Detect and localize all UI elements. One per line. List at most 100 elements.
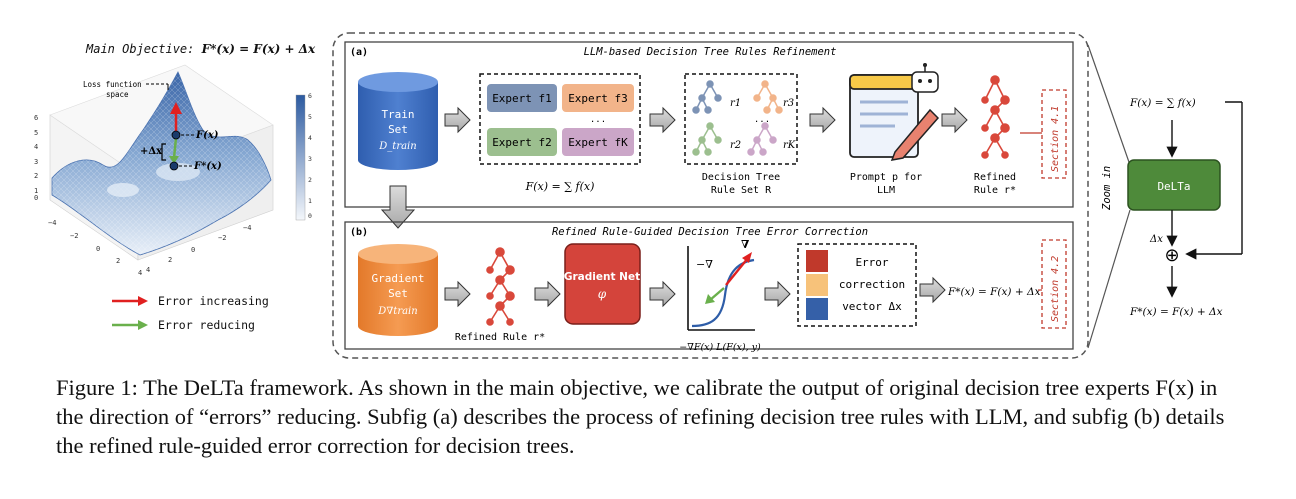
colorbar-tick: 0 <box>308 212 312 220</box>
x-tick: 4 <box>138 269 142 277</box>
rule-rk: rK <box>783 140 796 151</box>
loss-space-label: space <box>106 90 129 99</box>
robot-icon <box>911 63 939 93</box>
x-tick: 0 <box>191 246 195 254</box>
gradient-net-label: Gradient Net <box>564 271 640 283</box>
z-tick: 1 <box>34 187 38 195</box>
zoom-label: Zoom in <box>1101 166 1113 211</box>
gradient-curve-plot: −∇ ∇ −∇F(x) L(F(x), y) <box>679 238 761 353</box>
expert-f2: Expert f2 <box>492 136 552 149</box>
error-vec-label: Error <box>855 256 888 269</box>
expert-ellipsis: ... <box>590 115 606 125</box>
legend-label: Error reducing <box>158 318 255 332</box>
panel-b-title: Refined Rule-Guided Decision Tree Error … <box>552 226 868 238</box>
gradient-set-subscript: D∇train <box>377 306 417 317</box>
panel-b-tag: (b) <box>350 227 368 238</box>
refined-rule-tree-b <box>486 247 515 326</box>
x-tick: −2 <box>70 232 78 240</box>
fstar-point <box>169 161 179 171</box>
grad-caption: −∇F(x) L(F(x), y) <box>679 342 761 353</box>
x-tick: −4 <box>48 219 56 227</box>
error-vec-label: correction <box>839 278 905 291</box>
gradient-set-label: Gradient <box>372 272 425 285</box>
refined-rule-tree-a <box>981 75 1010 159</box>
z-axis-ticks: 6 5 4 3 2 1 0 <box>34 114 38 202</box>
colorbar-tick: 6 <box>308 92 312 100</box>
delta-out-label: Δx <box>1149 234 1163 245</box>
delta-label: +Δx <box>140 146 163 157</box>
expert-f1: Expert f1 <box>492 92 552 105</box>
z-tick: 0 <box>34 194 38 202</box>
framework-outer-box <box>332 32 1089 359</box>
panel-a-tag: (a) <box>350 47 368 58</box>
output-formula-b: F*(x) = F(x) + Δx <box>947 286 1041 298</box>
x-tick: −2 <box>218 234 226 242</box>
gradient-set-label: Set <box>388 287 408 300</box>
rule-set-box <box>684 73 798 165</box>
experts-box <box>479 73 641 165</box>
x-axis-ticks-right: −4 −2 0 2 4 <box>146 224 251 274</box>
neg-grad-label: −∇ <box>696 258 713 271</box>
train-set-label: Set <box>388 123 408 136</box>
colorbar-tick: 5 <box>308 113 312 121</box>
colorbar-tick: 1 <box>308 197 312 205</box>
panel-a-box <box>344 41 1074 208</box>
error-reducing-arrow <box>172 137 178 159</box>
fx-sum-formula: F(x) = ∑ f(x) <box>525 180 595 193</box>
expert-fk: Expert fK <box>568 136 628 149</box>
delta-box <box>1127 159 1221 211</box>
x-tick: 4 <box>146 266 150 274</box>
fx-label: F(x) <box>195 130 219 141</box>
delta-box-label: DeLTa <box>1157 180 1190 193</box>
legend-item-reducing: Error reducing <box>110 314 269 336</box>
rule-r3: r3 <box>783 98 794 109</box>
zoom-line <box>1087 44 1131 166</box>
z-tick: 6 <box>34 114 38 122</box>
rule-set-caption: Rule Set R <box>711 185 772 196</box>
loss-space-label: Loss function <box>83 80 142 89</box>
z-tick: 2 <box>34 172 38 180</box>
prompt-caption: Prompt p for <box>850 172 922 183</box>
right-input-formula: F(x) = ∑ f(x) <box>1129 97 1196 109</box>
legend-item-increasing: Error increasing <box>110 290 269 312</box>
red-arrow-icon <box>112 296 148 306</box>
legend: Error increasing Error reducing <box>110 290 269 336</box>
fstar-label: F*(x) <box>193 161 222 172</box>
colorbar-tick: 4 <box>308 134 312 142</box>
x-tick: 2 <box>168 256 172 264</box>
error-vec-label: vector Δx <box>842 300 902 313</box>
colorbar-tick: 2 <box>308 176 312 184</box>
z-tick: 3 <box>34 158 38 166</box>
prompt-caption: LLM <box>877 185 895 196</box>
panel-a-title: LLM-based Decision Tree Rules Refinement <box>584 46 837 58</box>
main-objective-prefix: Main Objective: <box>86 42 202 56</box>
green-arrow-icon <box>112 320 148 330</box>
main-objective-title: Main Objective: F*(x) = F(x) + Δx <box>86 42 315 56</box>
rule-ellipsis: ... <box>754 115 770 125</box>
x-tick: 0 <box>96 245 100 253</box>
loss-surface-plot: 6 5 4 3 2 1 0 −4 −2 0 2 4 −4 −2 0 2 4 6 … <box>34 64 312 277</box>
legend-label: Error increasing <box>158 294 269 308</box>
expert-f3: Expert f3 <box>568 92 628 105</box>
x-axis-ticks-left: −4 −2 0 2 4 <box>48 219 142 277</box>
section-4-1-label: Section 4.1 <box>1050 106 1061 172</box>
colorbar-ticks: 6 5 4 3 2 1 0 <box>308 92 312 220</box>
train-set-subscript: D_train <box>378 141 416 152</box>
main-objective-formula: F*(x) = F(x) + Δx <box>201 42 316 56</box>
refined-caption: Refined <box>974 172 1016 183</box>
z-tick: 5 <box>34 129 38 137</box>
x-tick: 2 <box>116 257 120 265</box>
plus-icon: ⊕ <box>1164 245 1179 266</box>
right-output-formula: F*(x) = F(x) + Δx <box>1129 306 1223 318</box>
x-tick: −4 <box>243 224 251 232</box>
gradient-net-box: Gradient Net φ <box>564 243 641 325</box>
rule-r2: r2 <box>730 140 741 151</box>
framework-diagram: (a) LLM-based Decision Tree Rules Refine… <box>332 32 1243 359</box>
fx-point <box>171 130 181 140</box>
z-tick: 4 <box>34 143 38 151</box>
grad-label: ∇ <box>741 238 750 251</box>
zoom-line <box>1087 209 1131 349</box>
colorbar <box>295 94 306 221</box>
refined-rule-caption-b: Refined Rule r* <box>455 332 545 343</box>
refined-caption: Rule r* <box>974 185 1016 196</box>
